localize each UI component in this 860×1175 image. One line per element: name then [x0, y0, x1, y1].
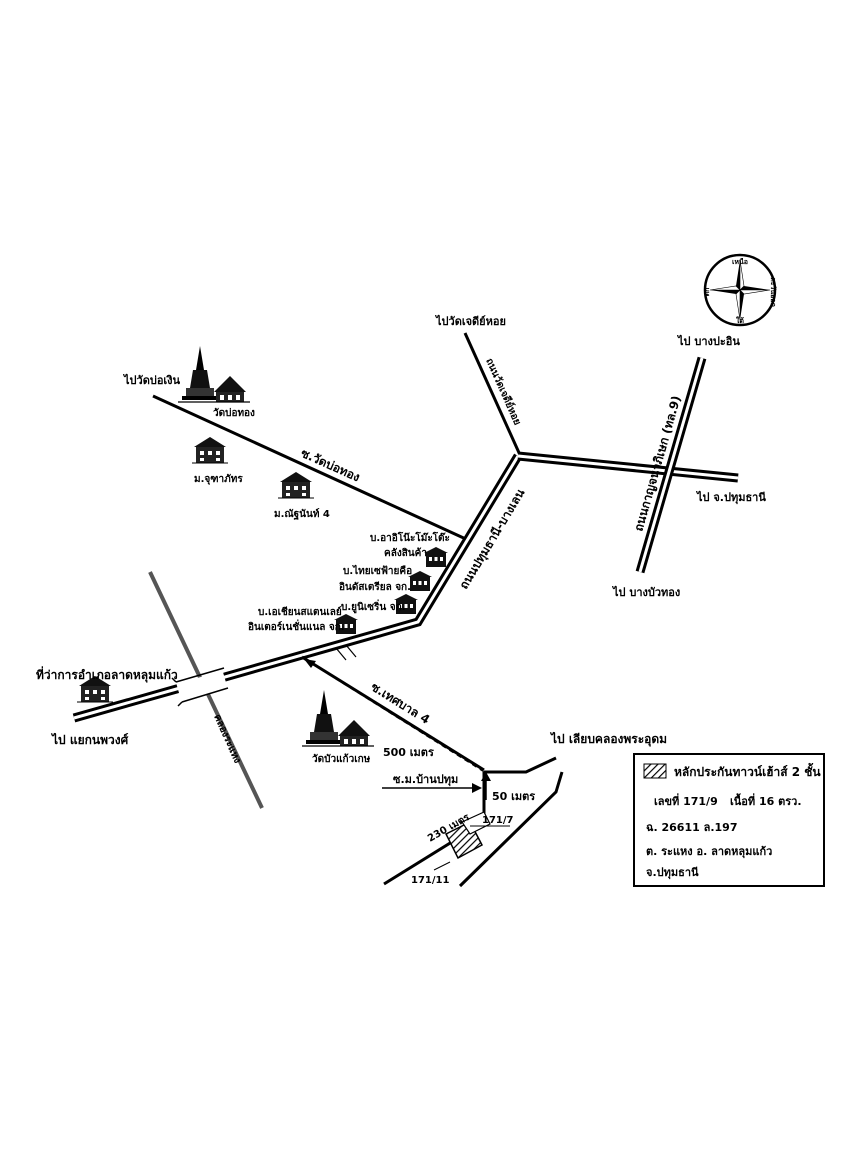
to-pathum-thani-label: ไป จ.ปทุมธานี — [695, 490, 766, 505]
soi-entrance-mark — [335, 644, 357, 661]
canal-bridge — [171, 667, 229, 707]
wat-bo-thong-temple-icon — [177, 345, 251, 403]
aichi-label: บ.อาอิโน๊ะโม๊ะโต๊ะ — [370, 531, 450, 544]
lot-171-11-label: 171/11 — [411, 875, 449, 886]
unisewn-label: บ.ยูนิเซริ่น จก. — [341, 599, 405, 614]
mu-chutaphat-label: ม.จุฑาภัทร — [194, 473, 243, 485]
soi-ban-pathum-label: ซ.ม.บ้านปทุม — [393, 773, 458, 787]
wat-chedi-hoi-road — [463, 332, 522, 456]
aichi-label-line2: คลังสินค้า — [384, 547, 427, 559]
mu-chaiyanan-house-icon — [277, 471, 315, 499]
legend-province: จ.ปทุมธานี — [646, 866, 699, 880]
route-dashed-line — [311, 663, 485, 773]
wat-bua-kaew-temple-icon — [301, 689, 375, 747]
wat-bua-kaew-label: วัดบัวแก้วเกษ — [312, 753, 371, 765]
wat-bo-thong-label: วัดบ่อทอง — [213, 407, 255, 419]
compass-east: ตะวันออก — [769, 277, 777, 307]
property-plot — [444, 811, 491, 860]
to-bang-bua-thong-label: ไป บางบัวทอง — [611, 585, 680, 599]
legend-subdistrict: ต. ระแหง อ. ลาดหลุมแก้ว — [646, 845, 772, 859]
soi-thetsaban-4-road — [301, 655, 485, 772]
legend-hatch-swatch — [643, 763, 667, 779]
thai-textile-label-line2: อินดัสเตรียล จก. — [339, 581, 411, 593]
lot-171-11-leader — [433, 861, 451, 871]
asian-sandlay-label: บ.เอเชียนสแตนเลย์ — [258, 606, 342, 618]
legend-box: หลักประกันทาวน์เฮ้าส์ 2 ชั้น เลขที่ 171/… — [633, 753, 825, 887]
to-wat-chedi-hoi-label: ไปวัดเจดีย์หอย — [434, 314, 506, 328]
distance-50m-label: 50 เมตร — [492, 790, 535, 803]
to-wat-bo-ngoen-label: ไปวัดบ่อเงิน — [122, 373, 181, 387]
soi-ban-pathum-arrow-head — [472, 783, 482, 793]
aichi-warehouse-factory-icon — [424, 547, 448, 567]
junction-arrow-head — [481, 772, 491, 781]
distance-500m-label: 500 เมตร — [383, 746, 434, 759]
mu-chutaphat-house-icon — [191, 436, 229, 464]
legend-title: หลักประกันทาวน์เฮ้าส์ 2 ชั้น — [674, 762, 821, 779]
route-arrow-head — [304, 659, 316, 668]
lot-171-7-label: 171/7 — [482, 815, 514, 826]
canal-label: คลองระแหง — [211, 713, 242, 765]
to-bang-pa-in-label: ไป บางปะอิน — [676, 334, 740, 348]
to-khlong-phra-udom-label: ไป เลียบคลองพระอุดม — [549, 731, 667, 747]
amphoe-office-label: ที่ว่าการอำเภอลาดหลุมแก้ว — [36, 666, 178, 683]
compass-north: เหนือ — [732, 258, 748, 266]
khlong-phra-udom-road — [484, 756, 557, 774]
legend-area: เนื้อที่ 16 ตรว. — [730, 793, 802, 808]
mu-chaiyanan-label: ม.ณัฐนันท์ 4 — [274, 508, 330, 520]
compass-south: ใต้ — [736, 316, 744, 325]
asian-sandlay-label-line2: อินเตอร์เนชั่นแนล จก. — [248, 619, 345, 633]
to-noppawong-label: ไป แยกนพวงศ์ — [50, 732, 129, 747]
pathum-bang-len-road — [72, 451, 739, 723]
legend-deed: ฉ. 26611 ล.197 — [646, 821, 737, 834]
legend-lot-number: เลขที่ 171/9 — [654, 793, 718, 808]
compass-west: ตก — [703, 288, 711, 297]
kanchanaphisek-road — [635, 356, 707, 574]
side-road-east — [458, 771, 564, 888]
compass-rose: เหนือ ใต้ ตะวันออก ตก — [703, 253, 777, 327]
thai-textile-label: บ.ไทยเซฟ้ายคือ — [343, 564, 412, 577]
soi-wat-bo-thong-road — [152, 394, 469, 542]
